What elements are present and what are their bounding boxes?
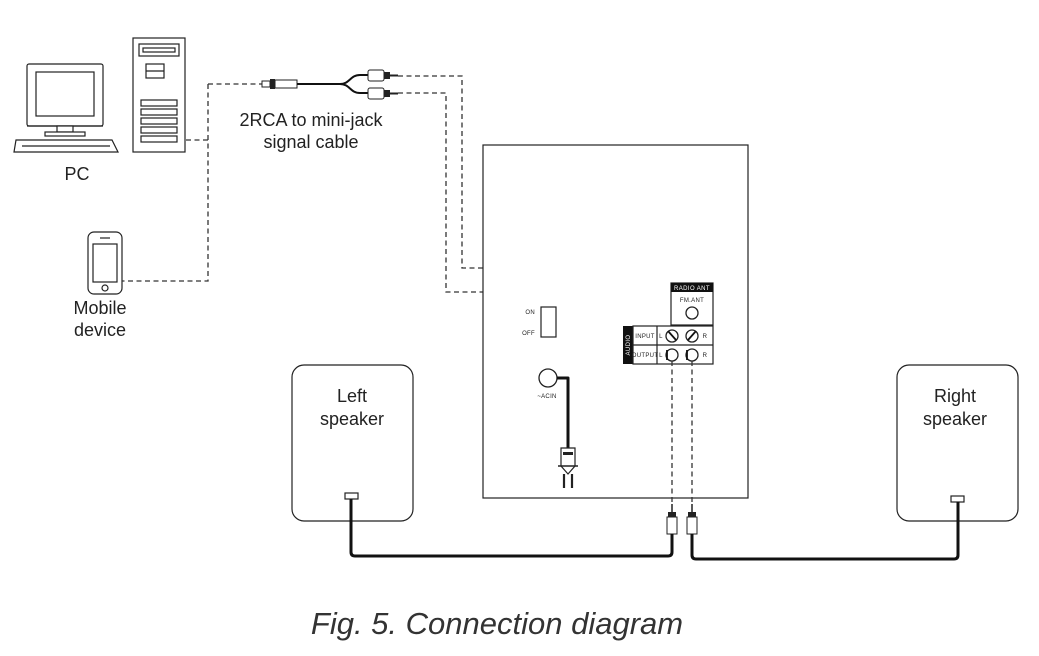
output-left-label: L [659, 353, 663, 359]
output-label: OUTPUT [632, 353, 658, 359]
cable-label-line1: 2RCA to mini-jack [239, 110, 383, 130]
output-left-plug-icon [666, 504, 678, 535]
output-right-label: R [703, 353, 708, 359]
left-speaker-terminal [344, 492, 359, 500]
left-speaker-wire [349, 499, 674, 558]
left-speaker-label-line1: Left [337, 386, 367, 406]
mobile-device-icon [87, 231, 123, 295]
right-speaker-terminal [950, 495, 965, 503]
radio-antenna-header [671, 283, 713, 292]
fm-antenna-jack [685, 306, 699, 320]
ac-input-label: ~ACIN [537, 394, 556, 400]
right-speaker-label-line2: speaker [923, 409, 987, 429]
radio-antenna-label: RADIO ANT [674, 286, 710, 292]
pc-label: PC [64, 164, 89, 184]
mobile-device-label-line2: device [74, 320, 126, 340]
right-speaker-label-line1: Right [934, 386, 976, 406]
pc-tower-icon [132, 37, 186, 153]
input-right-label: R [703, 334, 708, 340]
rca-plug-icon-bottom [367, 87, 398, 100]
audio-panel-tab [623, 326, 633, 364]
rca-plug-icon-top [367, 69, 398, 82]
figure-caption: Fig. 5. Connection diagram [311, 606, 683, 641]
fm-antenna-label: FM.ANT [680, 298, 704, 304]
left-speaker-label-line2: speaker [320, 409, 384, 429]
input-left-label: L [659, 334, 663, 340]
signal-cable-split-wire [297, 74, 368, 94]
cable-label-line2: signal cable [263, 132, 358, 152]
mobile-device-label-line1: Mobile [73, 298, 126, 318]
switch-on-label: ON [525, 310, 535, 316]
power-cord [557, 376, 570, 448]
output-cable-dashed-paths [671, 361, 693, 504]
mini-jack-plug-icon [261, 79, 298, 89]
power-plug-icon [558, 447, 578, 488]
right-speaker-wire [690, 502, 960, 561]
switch-off-label: OFF [522, 331, 535, 337]
pc-monitor-icon [13, 63, 119, 153]
power-switch [540, 306, 557, 338]
audio-label: AUDIO [626, 334, 632, 355]
output-right-plug-icon [686, 504, 698, 535]
input-label: INPUT [635, 334, 655, 340]
ac-input-socket [538, 368, 558, 388]
